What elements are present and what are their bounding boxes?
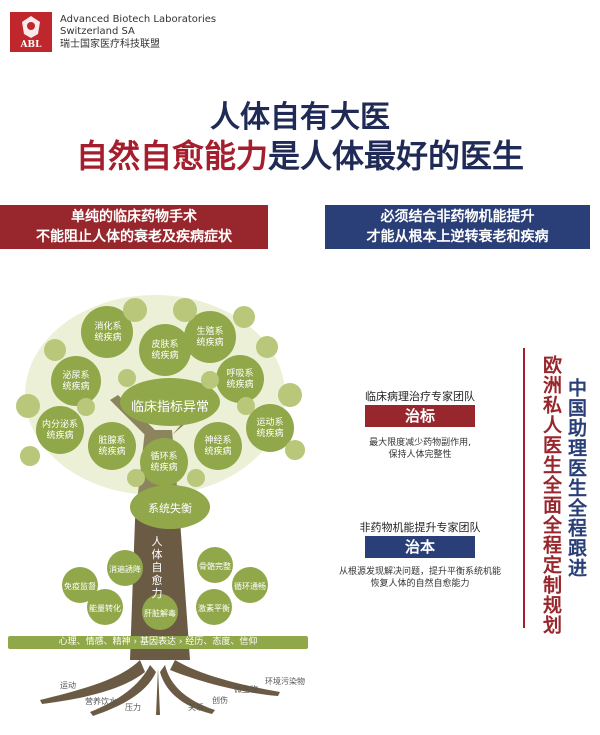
root-label-7: 环境污染物: [265, 677, 305, 686]
tree-center-label: 临床指标异常: [130, 400, 209, 415]
headline-1: 人体自有大医: [210, 100, 390, 135]
banner-right-line2: 才能从根本上逆转衰老和疾病: [366, 229, 549, 245]
root-label-2: 营养饮水: [85, 697, 117, 706]
root-label-4: 关系: [188, 703, 204, 712]
team1-desc-2: 保持人体完整性: [388, 450, 452, 460]
root-node-4: 循环通畅: [234, 582, 266, 591]
company-name-en-2: Switzerland SA: [60, 26, 135, 37]
headline-2: 自然自愈能力是人体最好的医生: [0, 131, 600, 177]
system-digestive: 消化系统疾病: [94, 322, 122, 343]
system-gland: 脏腺系统疾病: [98, 436, 126, 457]
team2-tag: 治本: [365, 536, 475, 558]
banner-left-line2: 不能阻止人体的衰老及疾病症状: [36, 229, 232, 245]
root-node-7: 激素平衡: [198, 604, 230, 613]
company-name-cn: 瑞士国家医疗科技联盟: [60, 39, 160, 50]
vertical-divider: [523, 348, 525, 628]
vertical-text-europe: 欧洲私人医生全面全程定制规划: [540, 355, 562, 635]
team1-desc-1: 最大限度减少药物副作用,: [369, 438, 471, 448]
team1-tag: 治标: [365, 405, 475, 427]
lion-crest-icon: [22, 16, 40, 38]
headline-2-blue: 是人体最好的医生: [268, 137, 525, 175]
system-nervous: 神经系统疾病: [204, 436, 232, 457]
abl-logo: [10, 12, 52, 52]
system-skin: 皮肤系统疾病: [151, 340, 179, 361]
logo-text: ABL: [20, 40, 42, 50]
root-node-3: 免疫监督: [64, 582, 96, 591]
system-endocrine: 内分泌系统疾病: [41, 420, 78, 441]
root-label-1: 运动: [60, 681, 76, 690]
tree-roots: [40, 660, 280, 716]
tree-trunk-label: 人体自愈力: [151, 535, 163, 600]
root-node-5: 能量转化: [89, 604, 121, 613]
system-respiratory: 呼吸系统疾病: [226, 369, 254, 390]
system-motor: 运动系统疾病: [256, 418, 284, 439]
team2-desc-1: 从根源发现解决问题，提升平衡系统机能: [338, 567, 501, 577]
root-label-5: 创伤: [212, 696, 228, 705]
root-node-2: 骨骼完整: [199, 562, 231, 571]
foundation-bar: 心理、情感、精神 › 基因表达 › 经历、态度、信仰: [8, 636, 308, 649]
company-name-en-1: Advanced Biotech Laboratories: [60, 14, 217, 25]
root-node-1: 消遍誘降: [109, 565, 141, 574]
root-node-6: 肝脏解毒: [144, 609, 176, 618]
banner-right-line1: 必须结合非药物机能提升: [380, 209, 535, 225]
system-reproductive: 生殖系统疾病: [196, 327, 224, 348]
headline-2-red: 自然自愈能力: [75, 137, 268, 175]
banner-left: 单纯的临床药物手术 不能阻止人体的衰老及疾病症状: [0, 205, 268, 249]
health-tree: [16, 295, 305, 716]
system-urinary: 泌尿系统疾病: [62, 371, 90, 392]
tree-balance-label: 系统失衡: [148, 502, 192, 515]
banner-left-line1: 单纯的临床药物手术: [71, 209, 197, 225]
banner-right: 必须结合非药物机能提升 才能从根本上逆转衰老和疾病: [325, 205, 590, 249]
vertical-text-assistant: 中国助理医生全程跟进: [565, 378, 587, 578]
team2-label: 非药物机能提升专家团队: [359, 521, 481, 534]
system-circulatory: 循环系统疾病: [150, 452, 178, 473]
root-label-6: 微生物: [234, 685, 258, 694]
team1-label: 临床病理治疗专家团队: [365, 390, 475, 403]
team2-desc-2: 恢复人体的自然自愈能力: [370, 579, 470, 589]
root-label-3: 压力: [125, 703, 141, 712]
